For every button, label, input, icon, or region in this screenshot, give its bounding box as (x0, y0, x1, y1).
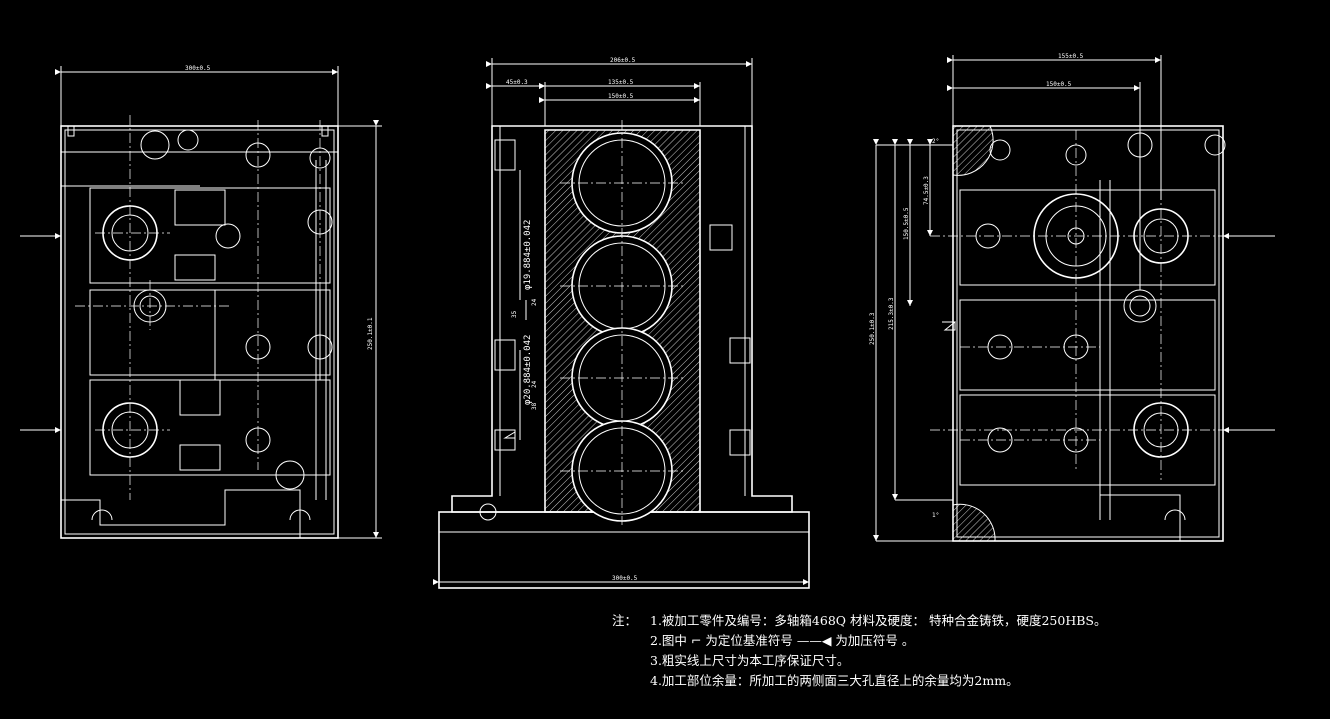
right-v-short-dim: 74.5±0.3 (923, 176, 930, 205)
right-top-width-dim: 155±0.5 (1058, 53, 1084, 60)
note-2-text: 2.图中 ⌐ 为定位基准符号 ——◀ 为加压符号 。 (650, 633, 915, 648)
note-1-text: 1.被加工零件及编号：多轴箱468Q 材料及硬度： 特种合金铸铁，硬度250HB… (650, 613, 1107, 628)
center-top-inner-dim: 150±0.5 (608, 93, 634, 100)
left-top-width-dim: 300±0.5 (185, 65, 211, 72)
note-3: 3.粗实线上尺寸为本工序保证尺寸。 (612, 651, 1107, 671)
right-angle-mark: 2° (932, 138, 939, 145)
note-4-text: 4.加工部位余量：所加工的两侧面三大孔直径上的余量均为2mm。 (650, 673, 1019, 688)
right-v-long-dim: 215.3±0.3 (888, 297, 895, 330)
note-3-text: 3.粗实线上尺寸为本工序保证尺寸。 (650, 653, 850, 668)
notes-prefix: 注： (612, 613, 638, 628)
center-top-overall-dim: 206±0.5 (610, 57, 636, 64)
right-top-inner-dim: 150±0.5 (1046, 81, 1072, 88)
left-height-dim: 250.1±0.1 (367, 317, 374, 350)
bore-upper-dim: φ19.884±0.042 (523, 220, 533, 290)
small-dim-b: 35 (511, 310, 518, 318)
right-bottom-mark: 1° (932, 512, 939, 519)
bore-lower-dim: φ20.884±0.042 (523, 335, 533, 405)
note-2: 2.图中 ⌐ 为定位基准符号 ——◀ 为加压符号 。 (612, 631, 1107, 651)
small-dim-c: 24 (531, 380, 538, 388)
center-top-mid-dim: 135±0.5 (608, 79, 634, 86)
small-dim-a: 24 (531, 298, 538, 306)
small-dim-d: 38 (531, 402, 538, 410)
center-view: φ19.884±0.042 φ20.884±0.042 24 35 24 38 … (433, 57, 810, 589)
technical-notes: 注： 1.被加工零件及编号：多轴箱468Q 材料及硬度： 特种合金铸铁，硬度250… (612, 611, 1107, 691)
center-top-left-dim: 45±0.3 (506, 79, 528, 86)
note-4: 4.加工部位余量：所加工的两侧面三大孔直径上的余量均为2mm。 (612, 671, 1107, 691)
right-view: 155±0.5 150±0.5 74.5±0.3 150.5±0.5 215.3… (869, 53, 1275, 542)
note-1: 注： 1.被加工零件及编号：多轴箱468Q 材料及硬度： 特种合金铸铁，硬度250… (612, 611, 1107, 631)
right-v-mid-dim: 150.5±0.5 (903, 207, 910, 240)
left-view: 300±0.5 250.1±0.1 (20, 65, 382, 539)
right-v-overall-dim: 250.1±0.3 (869, 312, 876, 345)
center-bottom-dim: 300±0.5 (612, 575, 638, 582)
